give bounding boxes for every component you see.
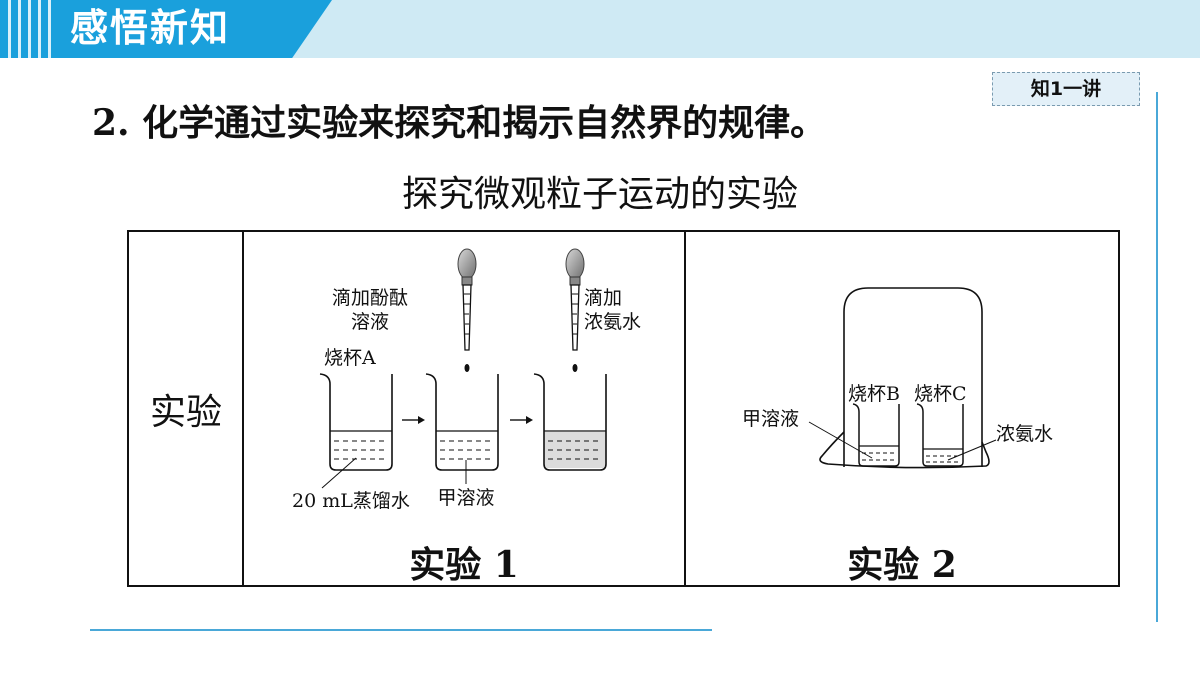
dropper-icon [457,248,477,372]
right-divider [1156,92,1158,622]
beaker-b-icon [852,403,900,467]
table-divider [684,232,686,585]
header-tab [0,0,332,58]
dropper-1-label-line2: 溶液 [351,311,389,333]
experiment-2-diagram: 烧杯B 烧杯C 甲溶液 浓氨水 [742,287,1053,469]
point-statement: 2. 化学通过实验来探究和揭示自然界的规律。 [92,102,827,144]
leader-line [321,457,357,489]
dropper-1-label-line1: 滴加酚酞 [332,287,408,309]
leader-line [947,439,997,461]
dropper-2-label-line2: 浓氨水 [584,311,641,333]
beaker-b-label: 烧杯B [848,383,900,405]
row-label: 实验 [149,391,222,433]
experiment-2-caption: 实验 2 [847,544,957,586]
solution-label: 甲溶液 [437,487,494,509]
experiment-table: 实验 [127,230,1120,587]
header-stripe [18,0,21,58]
beaker-icon [425,373,499,471]
water-volume-label: 20 mL蒸馏水 [292,490,410,512]
header-stripe [38,0,41,58]
lecture-badge: 知1一讲 [992,72,1140,106]
experiment-1-caption: 实验 1 [409,544,519,586]
arrow-right-icon [510,416,533,424]
dropper-2-label-line1: 滴加 [584,287,622,309]
dropper-icon [565,248,585,372]
header-stripe [8,0,11,58]
table-divider [242,232,244,585]
beaker-icon [533,373,607,471]
header-stripe [48,0,51,58]
arrow-right-icon [402,416,425,424]
beaker-c-icon [916,403,964,467]
beaker-c-label: 烧杯C [914,383,967,405]
leader-line [808,421,873,459]
beaker-a-icon [319,373,393,471]
beaker-a-label: 烧杯A [324,347,376,369]
section-title: 感悟新知 [70,6,231,50]
left-solution-label: 甲溶液 [742,408,799,430]
bottom-divider [90,629,712,631]
right-solution-label: 浓氨水 [996,423,1053,445]
bell-jar-icon [819,287,990,469]
header-stripe [28,0,31,58]
figure-title: 探究微观粒子运动的实验 [401,174,798,215]
experiment-1-diagram: 滴加酚酞 溶液 滴加 浓氨水 烧杯A 20 mL蒸馏水 甲溶液 [292,248,641,512]
